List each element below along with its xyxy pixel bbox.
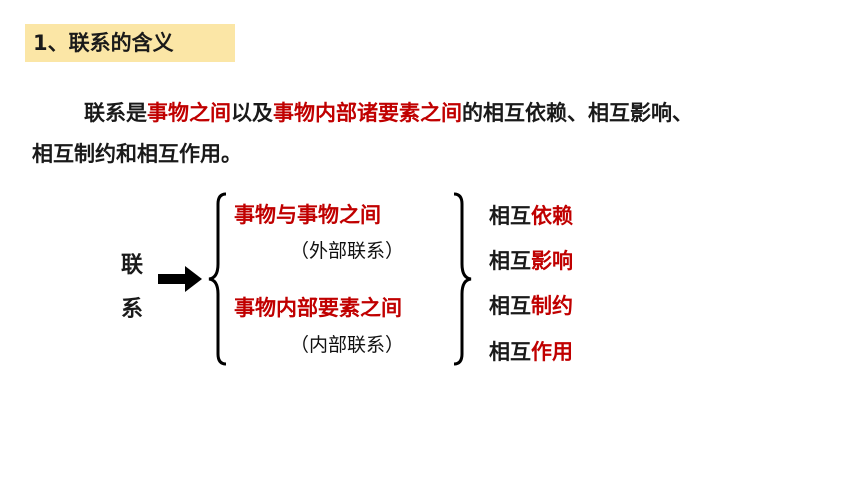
- relation-key: 影响: [531, 249, 573, 273]
- para-highlight-between-things: 事物之间: [147, 101, 231, 125]
- relation-interaction: 相互作用: [489, 336, 573, 366]
- section-heading: 1、联系的含义: [25, 24, 235, 62]
- relation-prefix: 相互: [489, 204, 531, 228]
- para-text-1: 联系是: [84, 101, 147, 125]
- relation-prefix: 相互: [489, 249, 531, 273]
- item-internal-label: （内部联系）: [290, 334, 405, 356]
- relation-key: 作用: [531, 340, 573, 364]
- relation-key: 依赖: [531, 204, 573, 228]
- para-text-2: 以及: [231, 101, 273, 125]
- relation-influence: 相互影响: [489, 245, 573, 275]
- item-internal-elements: 事物内部要素之间: [234, 296, 402, 320]
- item-external-label: （外部联系）: [290, 240, 405, 262]
- para-highlight-internal-elements: 事物内部诸要素之间: [273, 101, 462, 125]
- right-brace-icon: [453, 192, 472, 366]
- relation-restriction: 相互制约: [489, 290, 573, 320]
- relation-prefix: 相互: [489, 294, 531, 318]
- definition-paragraph: 联系是事物之间以及事物内部诸要素之间的相互依赖、相互影响、相互制约和相互作用。: [32, 93, 832, 175]
- para-text-3: 的相互依赖、相互影响、: [462, 101, 693, 125]
- relation-prefix: 相互: [489, 340, 531, 364]
- diagram-word-xi: 系: [121, 297, 144, 322]
- right-arrow-icon: [158, 266, 202, 292]
- left-brace-icon: [208, 192, 227, 366]
- para-text-4: 相互制约和相互作用。: [32, 142, 242, 166]
- diagram-word-lian: 联: [121, 253, 144, 278]
- item-between-things: 事物与事物之间: [234, 203, 381, 227]
- relation-key: 制约: [531, 294, 573, 318]
- relation-dependence: 相互依赖: [489, 200, 573, 230]
